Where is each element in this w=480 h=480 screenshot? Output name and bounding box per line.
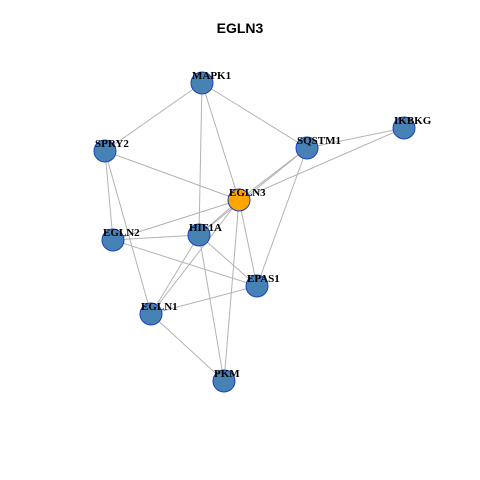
node-ikbkg[interactable] — [392, 116, 416, 140]
edge-hif1a-egln1 — [150, 234, 200, 315]
node-pkm[interactable] — [212, 369, 236, 393]
edge-mapk1-hif1a — [198, 82, 203, 236]
edge-sqstm1-hif1a — [198, 147, 308, 236]
edge-ikbkg-egln3 — [238, 127, 405, 201]
node-label-pkm: PKM — [214, 368, 240, 380]
edge-sqstm1-ikbkg — [306, 127, 405, 149]
edge-egln2-hif1a — [112, 234, 200, 241]
edge-epas1-egln1 — [150, 285, 258, 315]
nodes-layer — [93, 71, 416, 393]
node-spry2[interactable] — [93, 139, 117, 163]
edges-layer — [104, 82, 405, 382]
node-label-ikbkg: IKBKG — [394, 115, 432, 127]
node-label-sqstm1: SQSTM1 — [297, 135, 341, 147]
edge-egln3-epas1 — [238, 199, 258, 287]
edge-sqstm1-epas1 — [256, 147, 308, 287]
node-sqstm1[interactable] — [295, 136, 319, 160]
node-hif1a[interactable] — [187, 223, 211, 247]
edge-spry2-egln1 — [104, 150, 152, 315]
node-label-egln1: EGLN1 — [141, 301, 178, 313]
edge-spry2-egln2 — [104, 150, 114, 241]
node-egln3[interactable] — [227, 188, 251, 212]
node-label-spry2: SPRY2 — [95, 138, 129, 150]
edge-mapk1-spry2 — [104, 82, 203, 152]
edge-spry2-egln3 — [104, 150, 240, 201]
edge-egln1-pkm — [150, 313, 225, 382]
node-label-hif1a: HIF1A — [189, 222, 222, 234]
graph-title: EGLN3 — [216, 20, 264, 36]
node-label-epas1: EPAS1 — [247, 273, 280, 285]
node-label-mapk1: MAPK1 — [192, 70, 231, 82]
edge-egln2-epas1 — [112, 239, 258, 287]
node-label-egln2: EGLN2 — [103, 227, 140, 239]
node-egln1[interactable] — [139, 302, 163, 326]
edge-mapk1-sqstm1 — [201, 82, 308, 149]
edge-hif1a-epas1 — [198, 234, 258, 287]
edge-egln3-egln2 — [112, 199, 240, 241]
edge-hif1a-pkm — [198, 234, 225, 382]
node-epas1[interactable] — [245, 274, 269, 298]
edge-egln3-egln1 — [150, 199, 240, 315]
node-label-egln3: EGLN3 — [229, 187, 266, 199]
edge-mapk1-egln3 — [201, 82, 240, 201]
edge-egln3-pkm — [223, 199, 240, 382]
node-egln2[interactable] — [101, 228, 125, 252]
node-mapk1[interactable] — [190, 71, 214, 95]
